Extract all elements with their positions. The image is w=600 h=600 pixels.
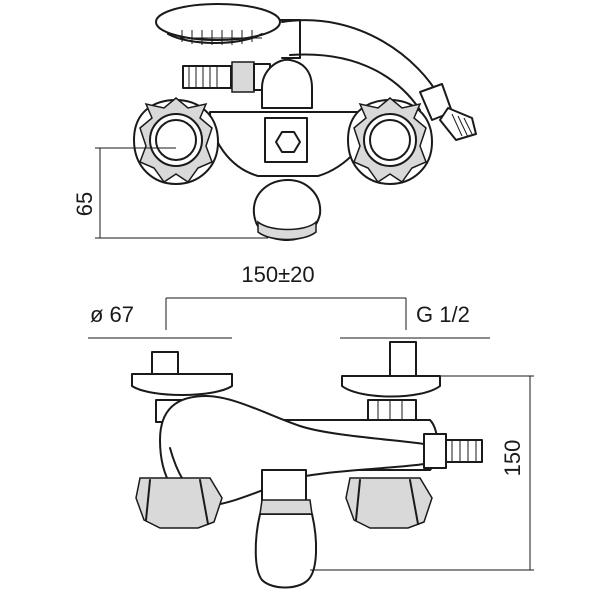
handle-right-front	[345, 477, 433, 529]
dimension-diameter-label: ø 67	[90, 302, 134, 327]
hose-outlet-top	[419, 83, 477, 141]
front-view: 150±20 ø 67 G 1/2	[88, 262, 534, 589]
handle-right-top	[347, 97, 433, 185]
spout-front	[254, 469, 318, 589]
dimension-65-label: 65	[72, 192, 97, 216]
dimension-center-distance: 150±20	[165, 262, 407, 330]
top-view: 65	[72, 3, 477, 241]
handle-left-top	[133, 97, 219, 185]
hose-connector-front	[423, 433, 483, 469]
hose-connector-top	[182, 61, 271, 93]
body-top	[261, 58, 313, 109]
dimension-thread-label: G 1/2	[416, 302, 470, 327]
hex-nut-top	[275, 131, 301, 153]
hose-top	[281, 19, 441, 99]
shower-head-top	[155, 3, 301, 59]
dimension-center-distance-label: 150±20	[241, 262, 314, 287]
wall-connection-right	[341, 341, 441, 427]
dimension-height-front: 150	[310, 375, 534, 571]
dimension-150-label: 150	[500, 440, 525, 477]
handle-left-front	[135, 477, 223, 529]
dimension-height-top: 65	[72, 147, 268, 239]
